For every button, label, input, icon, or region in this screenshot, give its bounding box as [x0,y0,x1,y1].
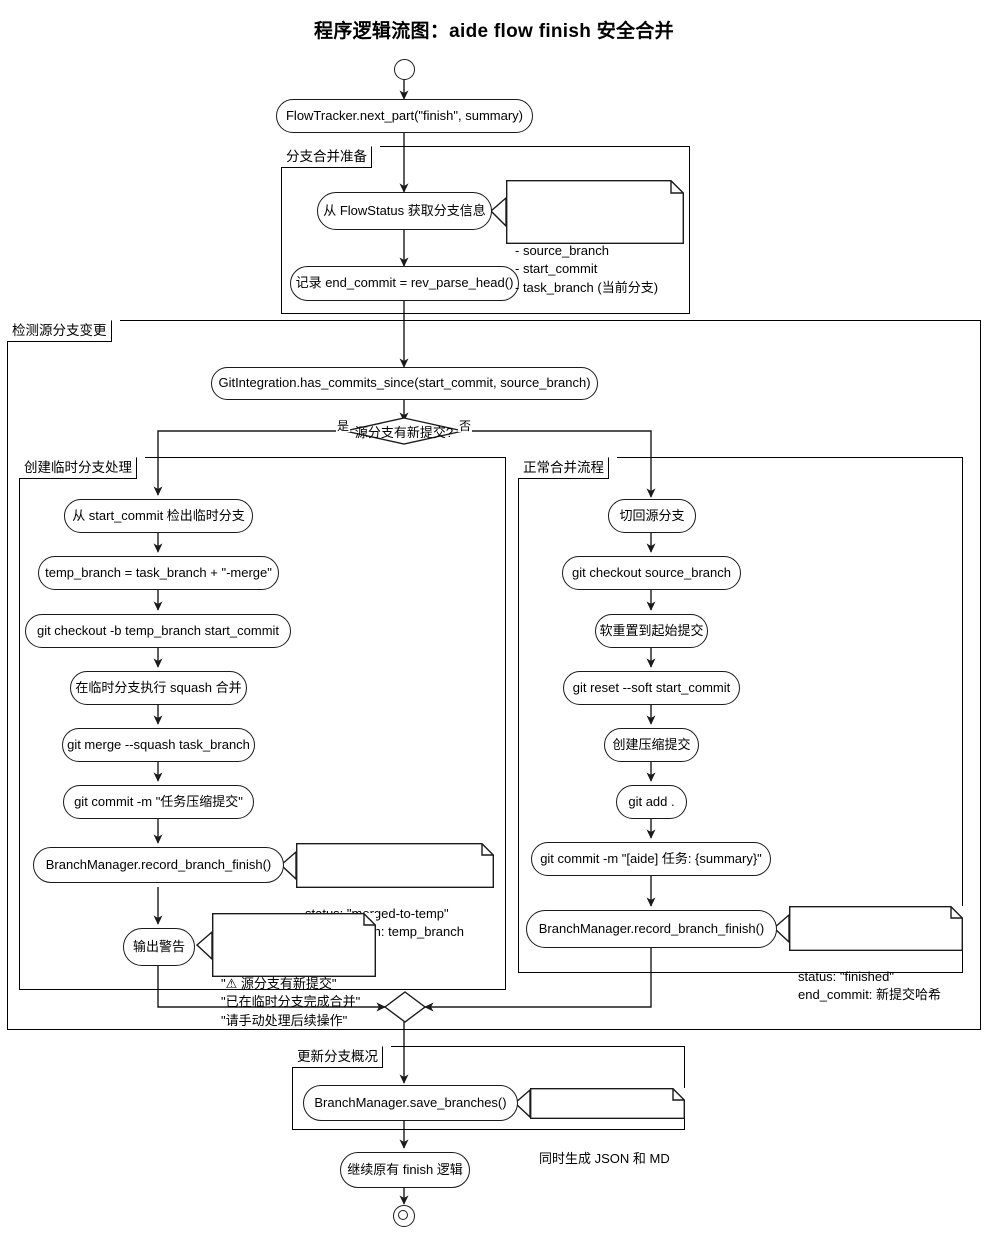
node-git-merge-squash[interactable]: git merge --squash task_branch [62,728,255,762]
note-record-normal-text: status: "finished" end_commit: 新提交哈希 [798,968,942,1003]
subgraph-temp-branch-label: 创建临时分支处理 [19,456,145,479]
node-squash-on-temp[interactable]: 在临时分支执行 squash 合并 [70,671,247,705]
node-record-branch-finish-normal[interactable]: BranchManager.record_branch_finish() [526,910,777,948]
subgraph-normal-merge: 正常合并流程 [518,456,963,973]
note-save-branches: 同时生成 JSON 和 MD [530,1088,685,1166]
subgraph-temp-branch-handling: 创建临时分支处理 [19,456,506,990]
subgraph-merge-prep: 分支合并准备 [281,145,690,314]
note-record-temp: status: "merged-to-temp" temp_branch: te… [296,843,494,939]
node-decision-source-has-commits[interactable]: 源分支有新提交? [345,418,463,444]
note-branch-info: - source_branch - start_commit - task_br… [506,180,684,295]
node-create-squash-commit[interactable]: 创建压缩提交 [604,728,699,762]
node-git-checkout-source[interactable]: git checkout source_branch [562,556,741,590]
node-has-commits-since[interactable]: GitIntegration.has_commits_since(start_c… [211,367,598,400]
note-warning-lines: "⚠ 源分支有新提交" "已在临时分支完成合并" "请手动处理后续操作" [212,913,376,1028]
node-record-branch-finish-temp[interactable]: BranchManager.record_branch_finish() [33,847,284,883]
node-git-checkout-b[interactable]: git checkout -b temp_branch start_commit [25,614,291,648]
node-continue-finish[interactable]: 继续原有 finish 逻辑 [340,1152,470,1188]
end-circle-inner [398,1210,408,1220]
node-record-end-commit[interactable]: 记录 end_commit = rev_parse_head() [290,266,519,301]
subgraph-detect-changes-label: 检测源分支变更 [7,319,119,342]
node-switch-back-source[interactable]: 切回源分支 [608,499,696,533]
subgraph-merge-prep-label: 分支合并准备 [281,145,380,168]
subgraph-update-overview: 更新分支概况 [292,1045,685,1130]
node-get-branch-info[interactable]: 从 FlowStatus 获取分支信息 [317,192,492,230]
edge-label-no: 否 [458,419,473,433]
note-save-branches-text: 同时生成 JSON 和 MD [539,1150,670,1166]
page-title: 程序逻辑流图：aide flow finish 安全合并 [314,21,674,42]
node-temp-branch-assign[interactable]: temp_branch = task_branch + "-merge" [38,556,279,590]
note-warning-lines-text: "⚠ 源分支有新提交" "已在临时分支完成合并" "请手动处理后续操作" [221,975,361,1029]
node-git-commit-aide[interactable]: git commit -m "[aide] 任务: {summary}" [531,842,771,876]
decision-label: 源分支有新提交? [354,424,454,440]
node-git-add[interactable]: git add . [616,785,687,819]
node-save-branches[interactable]: BranchManager.save_branches() [303,1085,518,1121]
subgraph-normal-merge-label: 正常合并流程 [518,456,617,479]
end-circle [393,1205,415,1227]
node-output-warning[interactable]: 输出警告 [123,928,195,966]
note-branch-info-text: - source_branch - start_commit - task_br… [515,242,659,296]
note-record-normal: status: "finished" end_commit: 新提交哈希 [789,906,963,1002]
node-git-commit-squash[interactable]: git commit -m "任务压缩提交" [63,785,254,819]
edge-label-yes: 是 [336,419,351,433]
node-soft-reset[interactable]: 软重置到起始提交 [595,614,708,648]
subgraph-detect-changes: 检测源分支变更 [7,319,981,1030]
start-circle [394,59,415,80]
node-flow-tracker[interactable]: FlowTracker.next_part("finish", summary) [276,99,533,133]
node-checkout-temp[interactable]: 从 start_commit 检出临时分支 [64,499,253,533]
subgraph-update-overview-label: 更新分支概况 [292,1045,391,1068]
node-git-reset-soft[interactable]: git reset --soft start_commit [563,671,740,705]
